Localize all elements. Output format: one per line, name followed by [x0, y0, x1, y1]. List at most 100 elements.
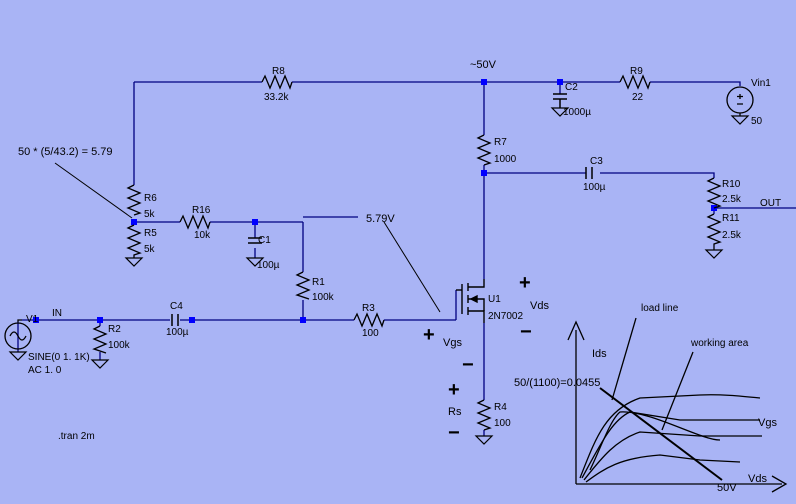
vds-axis-arrow — [771, 475, 788, 493]
load-line-sketch — [567, 317, 788, 493]
r11-name: R11 — [722, 213, 740, 224]
r1-symbol — [295, 271, 311, 300]
vgs-label: Vgs — [443, 337, 462, 349]
working-area-label: working area — [690, 338, 749, 349]
curve-1 — [579, 394, 761, 479]
c2-symbol — [553, 93, 567, 108]
vgs-minus: − — [462, 354, 474, 376]
vds-label: Vds — [530, 300, 549, 312]
c1-symbol — [248, 237, 262, 244]
r11-symbol — [706, 213, 722, 250]
r6-value: 5k — [144, 209, 156, 220]
curve-5 — [589, 411, 721, 471]
sine-label: SINE(0 1. 1K) — [28, 352, 90, 363]
r10-symbol — [706, 177, 722, 209]
r2-name: R2 — [108, 324, 121, 335]
node-top-label: ~50V — [470, 59, 497, 71]
r16-name: R16 — [192, 205, 211, 216]
r9-name: R9 — [630, 66, 643, 77]
gate-bias-label: 5.79V — [366, 213, 395, 225]
sketch-vgs-label: Vgs — [758, 417, 777, 429]
vgs-plus: + — [423, 324, 435, 346]
working-area-pointer — [661, 351, 694, 431]
r7-name: R7 — [494, 137, 507, 148]
c4-symbol — [171, 314, 179, 326]
r4-value: 100 — [494, 418, 511, 429]
r2-value: 100k — [108, 340, 131, 351]
r16-symbol — [179, 214, 211, 230]
u1-value: 2N7002 — [488, 311, 523, 322]
c2-value: 1000µ — [563, 107, 591, 118]
out-label: OUT — [760, 198, 781, 209]
r10-value: 2.5k — [722, 194, 742, 205]
formula-pointer — [54, 162, 441, 313]
r5-name: R5 — [144, 228, 157, 239]
r1-value: 100k — [312, 292, 335, 303]
r2-symbol — [92, 325, 108, 354]
resistors — [92, 74, 722, 431]
tran-directive: .tran 2m — [58, 431, 95, 442]
vds-minus: − — [520, 321, 532, 343]
sketch-labels: load line working area Ids 50/(1100)=0.0… — [514, 303, 777, 494]
curve-4 — [585, 454, 741, 483]
vin1-name: Vin1 — [751, 78, 771, 89]
c3-value: 100µ — [583, 182, 606, 193]
ground-icon — [124, 257, 144, 267]
r1-name: R1 — [312, 277, 325, 288]
vds-plus: + — [519, 272, 531, 294]
in-label: IN — [52, 308, 62, 319]
c3-name: C3 — [590, 156, 603, 167]
sketch-50v-label: 50V — [717, 482, 737, 494]
component-labels: ~50V R8 33.2k R9 22 C2 1000µ Vin1 50 R7 … — [18, 59, 781, 444]
r10-name: R10 — [722, 179, 741, 190]
c4-name: C4 — [170, 301, 183, 312]
r9-value: 22 — [632, 92, 644, 103]
ground-icon — [245, 257, 265, 267]
formula-text: 50 * (5/43.2) = 5.79 — [18, 146, 112, 158]
ground-icon — [474, 435, 494, 445]
r6-symbol — [126, 184, 142, 216]
c1-value: 100µ — [257, 260, 280, 271]
u1-name: U1 — [488, 294, 501, 305]
v1-name: V1 — [26, 314, 39, 325]
vin1-value: 50 — [751, 116, 763, 127]
rs-plus: + — [448, 379, 460, 401]
ground-icon — [550, 107, 570, 117]
ground-icon — [730, 115, 750, 125]
sketch-vds-label: Vds — [748, 473, 767, 485]
voltage-sources — [4, 86, 754, 350]
r8-value: 33.2k — [264, 92, 289, 103]
r4-name: R4 — [494, 402, 507, 413]
r7-symbol — [476, 134, 492, 166]
mosfet-u1 — [456, 279, 485, 323]
current-formula: 50/(1100)=0.0455 — [514, 377, 600, 389]
r5-value: 5k — [144, 244, 156, 255]
r3-name: R3 — [362, 303, 375, 314]
r6-name: R6 — [144, 193, 157, 204]
r3-value: 100 — [362, 328, 379, 339]
c4-value: 100µ — [166, 327, 189, 338]
load-line-pointer — [611, 317, 637, 401]
vin1-source — [726, 86, 754, 116]
c2-name: C2 — [565, 82, 578, 93]
rs-minus: − — [448, 422, 460, 444]
capacitors — [171, 93, 593, 326]
r8-symbol — [261, 74, 293, 90]
r11-value: 2.5k — [722, 230, 742, 241]
ground-icon — [704, 249, 724, 259]
r5-symbol — [126, 224, 142, 258]
r9-symbol — [619, 74, 651, 90]
c3-symbol — [585, 167, 593, 179]
curve-3 — [583, 431, 762, 481]
ground-icon — [8, 351, 28, 361]
r3-symbol — [353, 312, 385, 328]
r16-value: 10k — [194, 230, 211, 241]
grounds — [8, 107, 750, 445]
ids-axis-arrow — [567, 320, 585, 341]
rs-label: Rs — [448, 406, 462, 418]
ground-icon — [90, 359, 110, 369]
c1-name: C1 — [258, 235, 271, 246]
r4-symbol — [476, 399, 492, 431]
